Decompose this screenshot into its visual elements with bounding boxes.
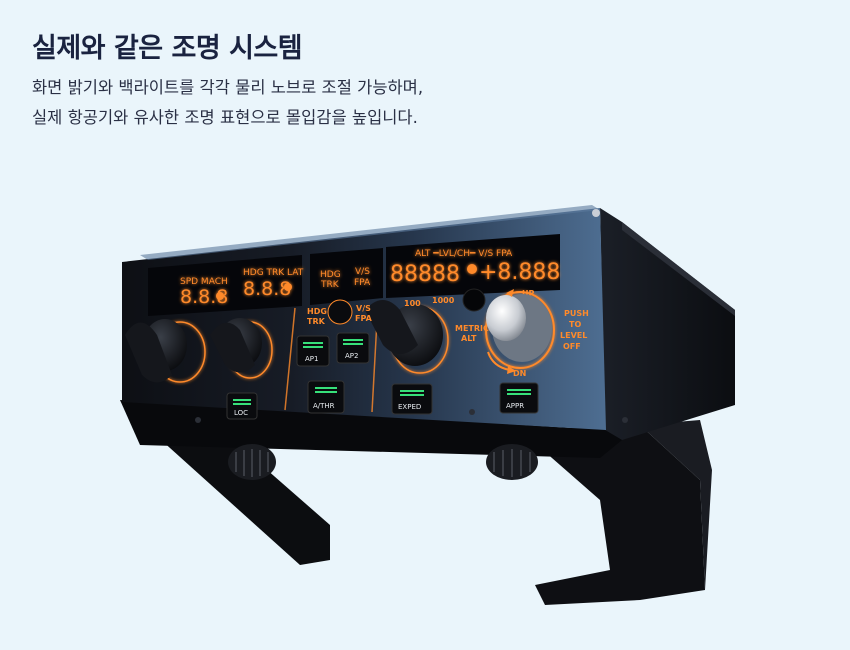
- alt-managed-dot-icon: [467, 264, 477, 274]
- hdg-trk-lat-label: HDG TRK LAT: [243, 268, 304, 278]
- appr-led-icon: [507, 389, 531, 391]
- page-description: 화면 밝기와 백라이트를 각각 물리 노브로 조절 가능하며, 실제 항공기와 …: [32, 73, 423, 133]
- screw-icons: [195, 409, 628, 423]
- vs-readout: +8.888: [479, 260, 560, 285]
- spd-mach-label: SPD MACH: [180, 277, 228, 287]
- loc-button[interactable]: LOC: [226, 392, 258, 420]
- stand-legs: [150, 420, 712, 605]
- heading-knob[interactable]: [210, 318, 273, 379]
- display-fpa-label: FPA: [354, 278, 371, 288]
- hdg-managed-dot-icon: [284, 283, 292, 291]
- panel-side: [600, 208, 735, 440]
- exped-button[interactable]: EXPED: [391, 383, 433, 415]
- alt-1000-label: 1000: [432, 296, 455, 305]
- appr-button-label: APPR: [506, 402, 524, 410]
- trk-label: TRK: [307, 317, 326, 326]
- alt-label: ALT: [461, 334, 477, 343]
- loc-led-icon: [233, 399, 251, 401]
- appr-button[interactable]: APPR: [499, 382, 539, 414]
- ap1-button[interactable]: AP1: [296, 335, 330, 367]
- ap2-button[interactable]: AP2: [336, 332, 370, 364]
- metric-alt-button[interactable]: [462, 288, 486, 312]
- athr-button-label: A/THR: [313, 402, 335, 410]
- exped-button-label: EXPED: [398, 403, 421, 411]
- arrow-down-icon: [507, 366, 516, 374]
- loc-button-label: LOC: [234, 409, 248, 417]
- ap2-button-label: AP2: [345, 352, 358, 360]
- athr-led-icon: [315, 387, 337, 389]
- description-line-2: 실제 항공기와 유사한 조명 표현으로 몰입감을 높입니다.: [32, 108, 418, 127]
- vertical-speed-wheel[interactable]: [485, 289, 555, 374]
- alt-100-label: 100: [404, 299, 421, 308]
- fpa-side-label: FPA: [355, 314, 373, 323]
- vs-side-label: V/S: [356, 304, 371, 313]
- display-vs-label: V/S: [355, 267, 370, 277]
- silver-knob-icon: [486, 295, 526, 341]
- hdg-trk-toggle-button[interactable]: [327, 299, 353, 325]
- hdg-readout: 8.8.8: [243, 278, 291, 300]
- spd-managed-dot-icon: [216, 292, 224, 300]
- page-heading: 실제와 같은 조명 시스템: [32, 33, 303, 64]
- to-label: TO: [569, 320, 581, 329]
- dn-label: DN: [513, 369, 526, 378]
- foot-knobs: [228, 444, 538, 480]
- hdg-label: HDG: [307, 307, 327, 316]
- ap1-button-label: AP1: [305, 355, 318, 363]
- off-label: OFF: [563, 342, 581, 351]
- push-label: PUSH: [564, 309, 589, 318]
- description-line-1: 화면 밝기와 백라이트를 각각 물리 노브로 조절 가능하며,: [32, 78, 424, 97]
- alt-bar-label: ALT ━LVL/CH━ V/S FPA: [415, 249, 513, 259]
- exped-led-icon: [400, 390, 424, 392]
- ap2-led-icon: [343, 339, 363, 341]
- alt-readout: 88888: [390, 262, 460, 287]
- speed-knob[interactable]: [125, 319, 206, 383]
- metric-label: METRIC: [455, 324, 489, 333]
- display-hdg-label: HDG: [320, 270, 341, 280]
- arrow-up-icon: [506, 289, 514, 297]
- display-trk-label: TRK: [320, 280, 340, 290]
- level-label: LEVEL: [560, 331, 587, 340]
- ap1-led-icon: [303, 342, 323, 344]
- altitude-knob[interactable]: [365, 300, 449, 374]
- spd-readout: 8.8.8: [180, 286, 228, 308]
- athr-button[interactable]: A/THR: [307, 380, 345, 414]
